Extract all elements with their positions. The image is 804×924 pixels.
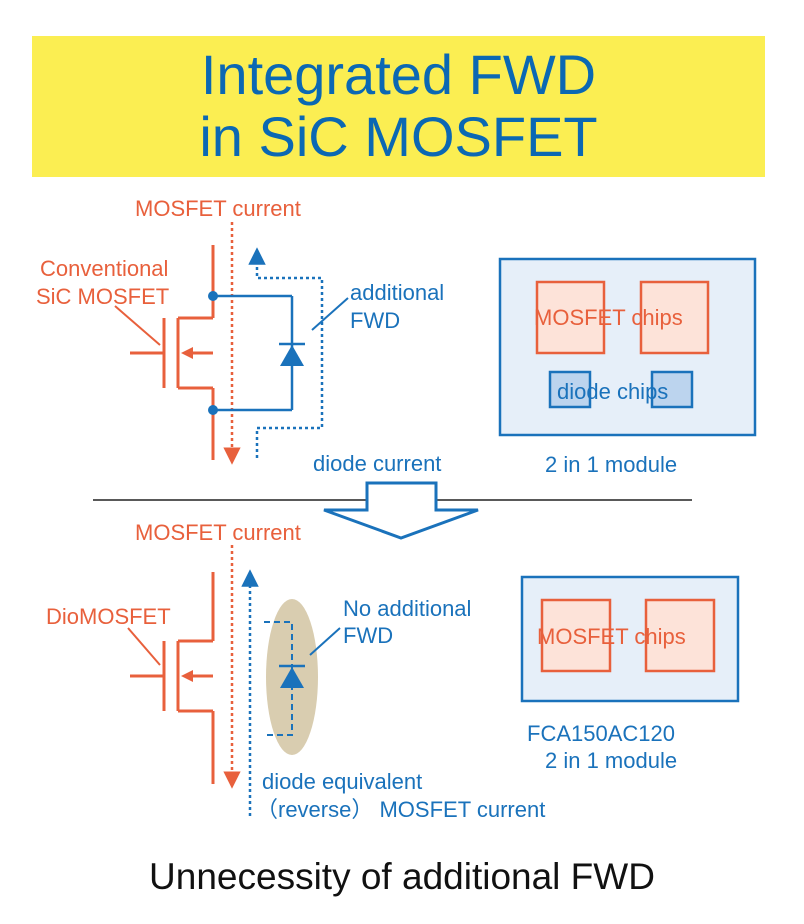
bottom-fwd-label-line1: No additional <box>343 596 471 621</box>
top-fwd-label-line2: FWD <box>350 308 400 333</box>
bottom-mosfet-chips-label: MOSFET chips <box>537 624 686 649</box>
top-fwd-label-line1: additional <box>350 280 444 305</box>
top-device-label-line1: Conventional <box>40 256 168 281</box>
page-title-line2: in SiC MOSFET <box>199 105 598 168</box>
top-fwd-leader-line <box>311 297 349 331</box>
top-mosfet-chip-right <box>639 280 710 355</box>
top-diode-chips-label: diode chips <box>557 379 668 404</box>
top-mosfet-symbol <box>130 245 215 460</box>
top-node-upper <box>208 291 218 301</box>
page-title-line1: Integrated FWD <box>200 43 597 106</box>
bottom-module-caption-line2: 2 in 1 module <box>545 748 677 773</box>
top-device-leader-line <box>114 305 161 346</box>
title-banner: Integrated FWD in SiC MOSFET <box>32 36 765 177</box>
bottom-device-leader-line <box>127 627 161 666</box>
top-mosfet-chip-left <box>535 280 606 355</box>
top-diode-current-path <box>248 247 324 458</box>
top-diode-chip-right <box>650 370 694 409</box>
top-mosfet-chips-label: MOSFET chips <box>534 305 683 330</box>
bottom-mosfet-current-label: MOSFET current <box>135 520 301 545</box>
top-diode-current-label: diode current <box>313 451 441 476</box>
bottom-mosfet-symbol <box>130 572 215 784</box>
top-external-fwd <box>213 294 305 412</box>
bottom-fwd-leader-line <box>309 627 341 656</box>
bottom-mosfet-chip-left <box>540 598 612 673</box>
bottom-reverse-label-line2: （reverse） MOSFET current <box>256 797 545 822</box>
footer-title: Unnecessity of additional FWD <box>149 856 655 897</box>
top-diode-chip-left <box>548 370 592 409</box>
bottom-fwd-label-line2: FWD <box>343 623 393 648</box>
transition-arrow <box>323 481 479 540</box>
bottom-device-label: DioMOSFET <box>46 604 171 629</box>
bottom-mosfet-chip-right <box>644 598 716 673</box>
top-device-label-line2: SiC MOSFET <box>36 284 169 309</box>
top-module-caption: 2 in 1 module <box>545 452 677 477</box>
top-node-lower <box>208 405 218 415</box>
integrated-diode-symbol <box>264 621 305 736</box>
top-mosfet-current-label: MOSFET current <box>135 196 301 221</box>
bottom-module-caption-line1: FCA150AC120 <box>527 721 675 746</box>
bottom-reverse-label-line1: diode equivalent <box>262 769 422 794</box>
